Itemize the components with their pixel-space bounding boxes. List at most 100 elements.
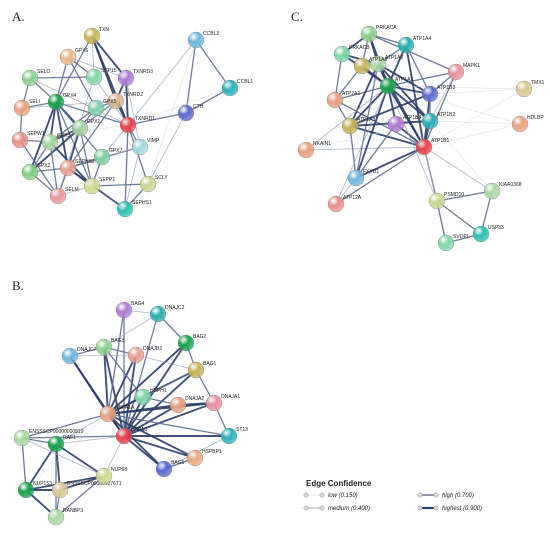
node-hdlbp[interactable]: HDLBP [511, 115, 544, 133]
edge-gpx1-gpx2 [29, 127, 81, 173]
node-hsph1[interactable]: HSPH1 [134, 388, 167, 406]
node-fxyd1[interactable]: FXYD1 [347, 169, 379, 187]
edge-ccbl1-txnrd1 [127, 87, 231, 126]
edge-gpx1-sepp1 [79, 127, 93, 187]
edge-tmx1-atp1a1 [387, 85, 525, 90]
node-enssscp00000000819[interactable]: ENSSSCP00000000819 [13, 429, 84, 447]
node-label: ATP2A1 [342, 91, 360, 97]
node-atp1a3[interactable]: ATP1A3 [341, 117, 375, 135]
node-scly[interactable]: SCLY [139, 175, 168, 193]
node-sep15[interactable]: SEP15 [85, 68, 117, 86]
node-circle [87, 99, 105, 117]
node-gpx1[interactable]: GPX1 [71, 119, 101, 137]
node-nkain1[interactable]: NKAIN1 [297, 141, 331, 159]
edge-atp1a2-atp1b2 [377, 63, 431, 122]
edge-hspa8-enssscp00000000819 [21, 435, 125, 439]
node-hspa1a[interactable]: HSPA1A [99, 405, 135, 423]
node-atp1a2[interactable]: ATP1A2 [369, 55, 403, 73]
node-label: KIAA0368 [499, 182, 522, 188]
node-label: PRKACA [376, 25, 397, 31]
node-psmd10[interactable]: PSMD10 [428, 192, 464, 210]
node-selo[interactable]: SELO [21, 69, 50, 87]
node-circle [47, 435, 65, 453]
node-nup153[interactable]: NUP153 [17, 481, 52, 499]
edge-hspa1a-enssscp00000000819 [21, 413, 109, 439]
node-txnrd3[interactable]: TXNRD3 [117, 69, 153, 87]
node-dnajb2[interactable]: DNAJB2 [127, 346, 162, 364]
node-tmx1[interactable]: TMX1 [515, 80, 545, 98]
node-txnrd2[interactable]: TXNRD2 [107, 92, 143, 110]
node-txnrd1[interactable]: TXNRD1 [119, 116, 155, 134]
node-atp1a4[interactable]: ATP1A4 [397, 36, 431, 54]
node-label: FXYD1 [363, 169, 379, 175]
node-usp33[interactable]: USP33 [472, 225, 504, 243]
legend-item: high (0.700) [417, 492, 474, 499]
edge-atp1a2-atp1b3 [377, 63, 431, 95]
node-sepw1[interactable]: SEPW1 [11, 131, 45, 149]
node-hspa8[interactable]: HSPA8 [115, 427, 147, 445]
node-dnaja2[interactable]: DNAJA2 [169, 396, 204, 414]
edge-txn-txnrd3 [91, 35, 127, 79]
node-kiaa0368[interactable]: KIAA0368 [483, 182, 522, 200]
node-selm[interactable]: SELM [49, 187, 79, 205]
node-sepp1[interactable]: SEPP1 [83, 177, 115, 195]
node-gpx6[interactable]: GPX6 [59, 48, 89, 66]
node-cth[interactable]: CTH [177, 104, 204, 122]
node-label: GPX2 [37, 163, 51, 169]
node-circle [95, 338, 113, 356]
node-gpx3[interactable]: GPX3 [41, 133, 71, 151]
node-mapk1[interactable]: MAPK1 [447, 63, 480, 81]
node-st13[interactable]: ST13 [220, 427, 248, 445]
node-gpx5[interactable]: GPX5 [87, 99, 117, 117]
node-atp1a1[interactable]: ATP1A1 [379, 77, 413, 95]
edge-dnajc2-bag3 [103, 313, 159, 348]
node-bag4[interactable]: BAG4 [115, 301, 145, 319]
node-nup98[interactable]: NUP98 [95, 467, 127, 485]
node-atp1b3[interactable]: ATP1B3 [421, 85, 455, 103]
node-gpx7[interactable]: GPX7 [93, 148, 123, 166]
node-ccbl2[interactable]: CCBL2 [187, 31, 219, 49]
node-label: SCLY [155, 175, 168, 181]
node-sephs2[interactable]: SEPHS2 [59, 159, 95, 177]
node-enssscp00000027671[interactable]: ENSSSCP00000027671 [51, 481, 122, 499]
node-bag2[interactable]: BAG2 [177, 334, 207, 352]
node-atp1b2[interactable]: ATP1B2 [421, 112, 455, 130]
node-atp2a1[interactable]: ATP2A1 [326, 91, 360, 109]
node-label: DNAJA1 [221, 394, 240, 400]
node-ccbl1[interactable]: CCBL1 [221, 79, 253, 97]
node-atp12a[interactable]: ATP12A [327, 195, 362, 213]
node-label: ATP12A [343, 195, 362, 201]
node-dnajc2[interactable]: DNAJC2 [149, 305, 185, 323]
node-vimp[interactable]: VIMP [131, 138, 160, 156]
node-bag3[interactable]: BAG3 [95, 338, 125, 356]
edge-hdlbp-atp1b2 [429, 120, 521, 125]
node-rae1[interactable]: RAE1 [47, 435, 76, 453]
node-gpx4[interactable]: GPX4 [47, 93, 77, 111]
node-label: BAG4 [131, 301, 145, 307]
edge-atp1b1-mapk1 [423, 71, 457, 148]
node-sephs1[interactable]: SEPHS1 [116, 200, 152, 218]
node-bag1[interactable]: BAG1 [187, 361, 217, 379]
node-bag5[interactable]: BAG5 [155, 460, 185, 478]
edge-sephs1-vimp [124, 146, 141, 210]
node-dnaja1[interactable]: DNAJA1 [205, 394, 240, 412]
node-prkacb[interactable]: PRKACB [333, 45, 370, 63]
node-txn[interactable]: TXN [83, 27, 109, 45]
node-atp1b1[interactable]: ATP1B1 [415, 138, 449, 156]
node-atp1a3b[interactable]: ATP1A3 [353, 57, 387, 75]
node-label: HSPBP1 [202, 449, 222, 455]
node-svopl[interactable]: SVOPL [437, 234, 470, 252]
node-atp1b4[interactable]: ATP1B4 [387, 115, 421, 133]
node-label: GPX7 [109, 148, 123, 154]
node-label: TXNRD1 [135, 116, 155, 122]
node-dnajc7[interactable]: DNAJC7 [61, 347, 97, 365]
edge-nup153-nup98 [25, 475, 105, 491]
node-ranbp3[interactable]: RANBP3 [47, 508, 83, 526]
node-prkaca[interactable]: PRKACA [360, 25, 397, 43]
node-gpx2[interactable]: GPX2 [21, 163, 51, 181]
node-hspbp1[interactable]: HSPBP1 [186, 449, 222, 467]
edge-atp1a4-atp1b3 [405, 44, 431, 95]
node-seli[interactable]: SELI [13, 99, 40, 117]
node-circle [21, 163, 39, 181]
